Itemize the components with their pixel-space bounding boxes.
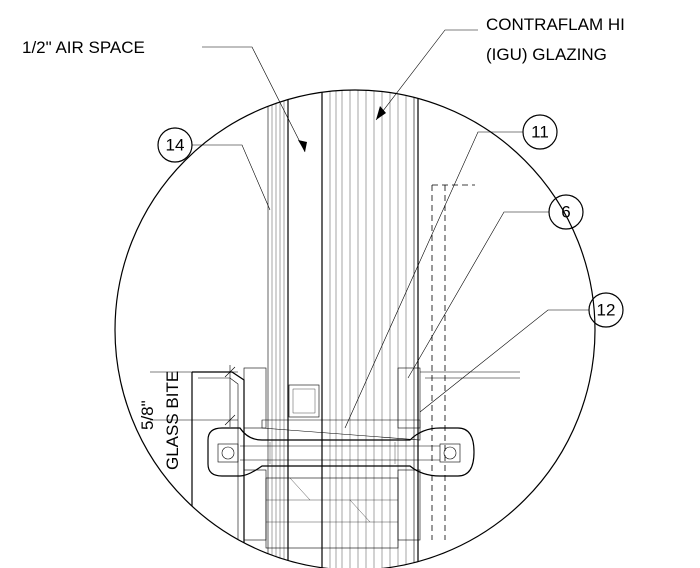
- svg-text:12: 12: [597, 301, 616, 320]
- svg-text:6: 6: [561, 203, 570, 222]
- svg-text:14: 14: [166, 136, 185, 155]
- tag-6: 6: [407, 194, 584, 379]
- air-space-label: 1/2" AIR SPACE: [22, 38, 145, 57]
- glazing-leader: [375, 29, 478, 121]
- bolt-assembly: [207, 427, 475, 477]
- spacer-block-inner: [292, 388, 316, 414]
- tag-12: 12: [419, 292, 624, 413]
- tag-11: 11: [344, 114, 558, 429]
- spacer-block: [288, 384, 320, 418]
- detail-circle: [114, 89, 596, 568]
- air-space-arrow: [298, 140, 307, 152]
- right-frame: [417, 90, 475, 568]
- svg-text:11: 11: [531, 123, 549, 142]
- right-gaskets: [397, 367, 520, 541]
- glazing-label-line1: CONTRAFLAM HI: [486, 15, 625, 34]
- glass-bite-dim: 5/8": [138, 400, 157, 430]
- air-space-leader: [202, 46, 306, 153]
- glass-panes: [267, 90, 415, 568]
- setting-block: [261, 419, 421, 441]
- left-gaskets: [191, 367, 267, 546]
- lower-blocks: [265, 477, 399, 549]
- detail-contents: [191, 90, 520, 568]
- glass-bite-dimension: [150, 365, 238, 427]
- tag-14: 14: [157, 127, 271, 211]
- glazing-label-line2: (IGU) GLAZING: [486, 45, 607, 64]
- glass-bite-label: GLASS BITE: [163, 371, 182, 470]
- glazing-arrow: [376, 106, 386, 120]
